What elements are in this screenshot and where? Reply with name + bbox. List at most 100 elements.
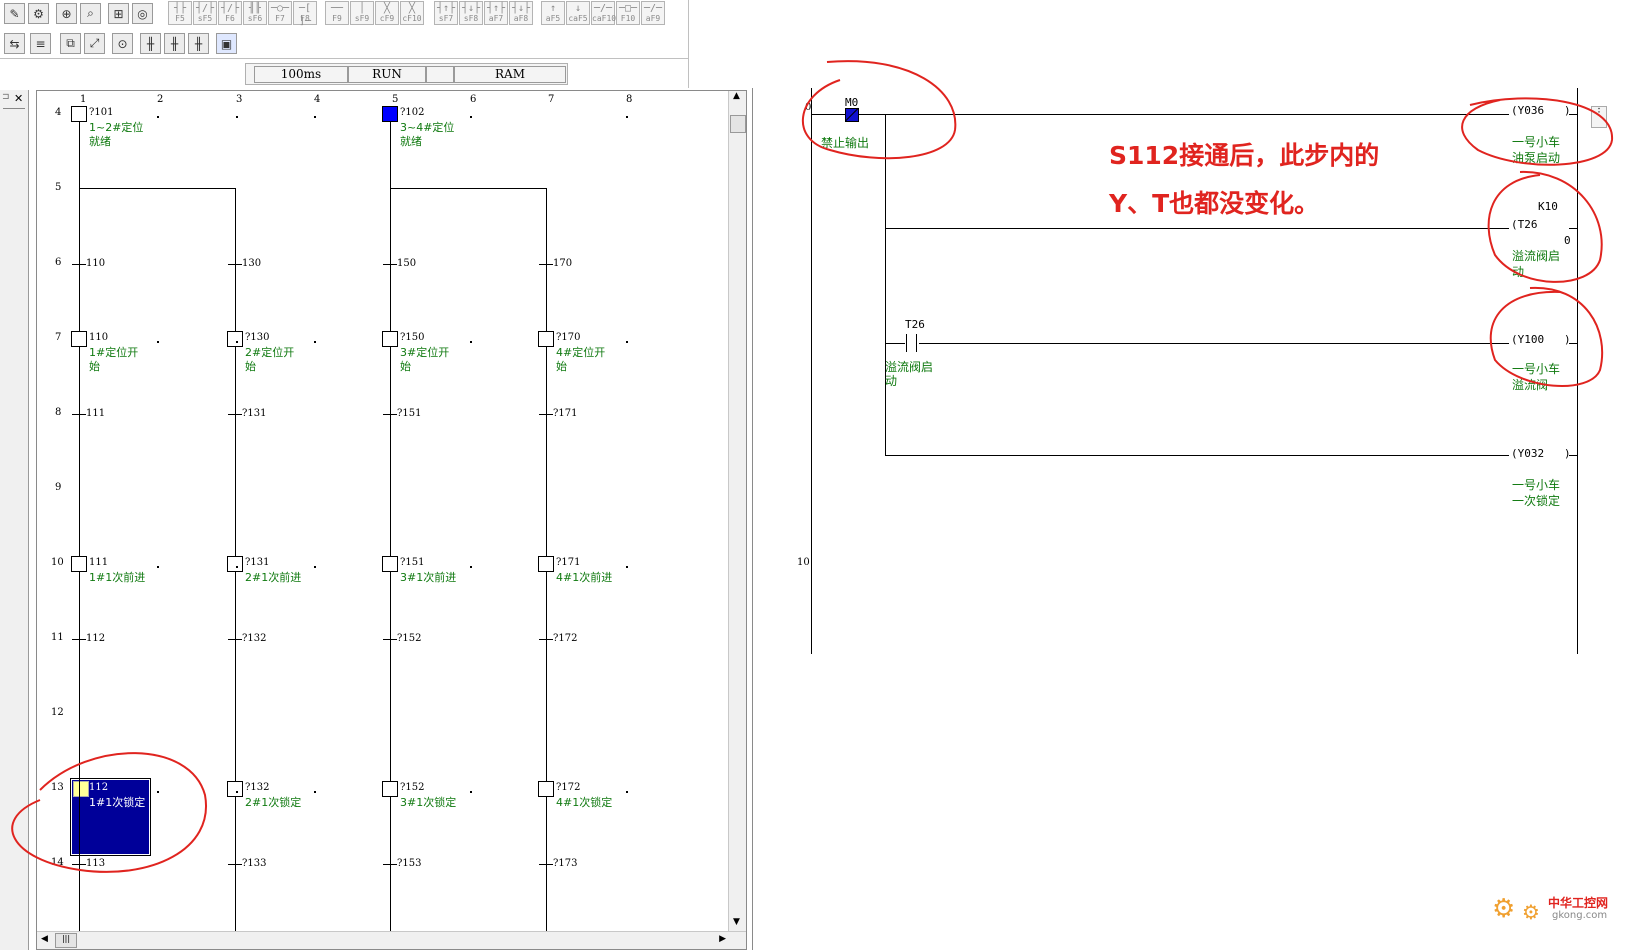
fkey-button-5[interactable]: ─○─F7 (268, 1, 292, 25)
sfc-step-box[interactable] (382, 331, 398, 347)
monitor-icon[interactable]: ▣ (216, 33, 237, 54)
coil-y032[interactable] (1509, 443, 1569, 465)
fkey-button-1[interactable]: ┤├F5 (168, 1, 192, 25)
fkey-button-15[interactable]: ↑aF5 (541, 1, 565, 25)
sfc-transition-bar[interactable] (72, 639, 86, 640)
sfc-transition-bar[interactable] (228, 264, 242, 265)
sfc-search-icon[interactable]: ⊙ (112, 33, 133, 54)
sfc-transition-bar[interactable] (228, 414, 242, 415)
fkey-button-17[interactable]: ─/─caF10 (591, 1, 616, 25)
horizontal-scrollbar[interactable]: ◀ ||| ▶ (37, 931, 746, 949)
monitor-write-icon[interactable]: ⚙ (28, 3, 49, 24)
row-number: 7 (55, 332, 62, 343)
sfc-jump-icon[interactable]: ⧉ (60, 33, 81, 54)
column-number: 7 (548, 94, 555, 105)
ladder-symbol-icon: ↑ (549, 3, 557, 14)
column-number: 2 (157, 94, 164, 105)
zoom-in-icon[interactable]: ⊕ (56, 3, 77, 24)
edit-pen-icon[interactable]: ✎ (4, 3, 25, 24)
rung-line (885, 343, 1577, 344)
fkey-button-12[interactable]: ┤↓├sF8 (459, 1, 483, 25)
settings-icon[interactable]: ◎ (132, 3, 153, 24)
ladder-symbol-icon: ─□─ (618, 3, 638, 14)
fkey-button-19[interactable]: ─/─aF9 (641, 1, 665, 25)
sfc-diagram-window[interactable]: 1 2 3 4 5 6 7 8 4 5 6 7 8 9 10 11 12 13 … (36, 90, 747, 950)
sfc-step-icon[interactable]: ≡ (30, 33, 51, 54)
sfc-branch3-icon[interactable]: ╫ (188, 33, 209, 54)
sfc-transition-label: 150 (397, 258, 417, 269)
sfc-transition-bar[interactable] (72, 864, 86, 865)
scroll-thumb[interactable] (730, 115, 746, 133)
sfc-step-box[interactable] (538, 331, 554, 347)
row-number: 8 (55, 407, 62, 418)
close-icon[interactable]: ✕ (14, 92, 24, 105)
fkey-button-13[interactable]: ┤↑├aF7 (484, 1, 508, 25)
fkey-button-4[interactable]: ╢╟sF6 (243, 1, 267, 25)
scroll-right-icon[interactable]: ▶ (719, 934, 726, 944)
sfc-step-box[interactable] (382, 781, 398, 797)
scroll-left-icon[interactable]: ◀ (41, 934, 48, 944)
sfc-step-number: ?132 (245, 782, 270, 793)
coil-t26[interactable] (1509, 214, 1569, 236)
sfc-transition-bar[interactable] (539, 264, 553, 265)
scroll-thumb-h[interactable]: ||| (55, 933, 77, 948)
column-number: 1 (80, 94, 87, 105)
contact-t26[interactable] (905, 328, 919, 358)
fkey-button-8[interactable]: │sF9 (350, 1, 374, 25)
sfc-transition-bar[interactable] (539, 864, 553, 865)
sfc-transition-bar[interactable] (539, 414, 553, 415)
sfc-zoom-icon[interactable]: ⤢ (84, 33, 105, 54)
pin-icon[interactable]: ⊐ (2, 92, 10, 102)
sfc-tool-icon[interactable]: ⇆ (4, 33, 25, 54)
sfc-transition-bar[interactable] (383, 264, 397, 265)
fkey-button-7[interactable]: ──F9 (325, 1, 349, 25)
sfc-branch-icon[interactable]: ╫ (140, 33, 161, 54)
sfc-step-box[interactable] (71, 331, 87, 347)
sfc-transition-bar[interactable] (383, 414, 397, 415)
window-icon[interactable]: ⊞ (108, 3, 129, 24)
coil-label: (Y036 (1511, 104, 1545, 117)
fkey-button-11[interactable]: ┤↑├sF7 (434, 1, 458, 25)
sfc-step-number: ?150 (400, 332, 425, 343)
sfc-transition-bar[interactable] (228, 639, 242, 640)
sfc-transition-label: 170 (553, 258, 573, 269)
sfc-branch2-icon[interactable]: ╫ (164, 33, 185, 54)
fkey-button-9[interactable]: ╳cF9 (375, 1, 399, 25)
sfc-transition-bar[interactable] (228, 864, 242, 865)
sfc-step-box-active[interactable] (382, 106, 398, 122)
coil-y036[interactable] (1509, 100, 1569, 122)
fkey-button-16[interactable]: ↓caF5 (566, 1, 590, 25)
sfc-transition-bar[interactable] (383, 639, 397, 640)
sfc-transition-bar[interactable] (72, 264, 86, 265)
ladder-window[interactable]: 0 10 M0 禁止输出 T26 溢流阀启 动 (Y036 ) 一号小车 油泵启… (752, 88, 1610, 950)
grid-dot (157, 116, 159, 118)
ladder-symbol-icon: ↓ (574, 3, 582, 14)
sfc-step-box[interactable] (227, 556, 243, 572)
sfc-step-box[interactable] (71, 106, 87, 122)
sfc-step-box[interactable] (538, 556, 554, 572)
fkey-button-18[interactable]: ─□─F10 (616, 1, 640, 25)
fkey-button-10[interactable]: ╳cF10 (400, 1, 424, 25)
fkey-button-3[interactable]: ┤/├F6 (218, 1, 242, 25)
zoom-search-icon[interactable]: ⌕ (80, 3, 101, 24)
coil-y100[interactable] (1509, 328, 1569, 350)
fkey-label: sF6 (247, 14, 263, 23)
sfc-step-number: ?170 (556, 332, 581, 343)
scroll-down-icon[interactable]: ▼ (733, 917, 740, 927)
sfc-transition-bar[interactable] (539, 639, 553, 640)
vertical-scrollbar[interactable]: ▲ ▼ (728, 91, 746, 949)
sfc-step-box[interactable] (538, 781, 554, 797)
sfc-transition-bar[interactable] (72, 414, 86, 415)
scroll-up-icon[interactable]: ▲ (733, 91, 740, 101)
sfc-step-box[interactable] (227, 331, 243, 347)
fkey-button-2[interactable]: ┤/├sF5 (193, 1, 217, 25)
fkey-button-6[interactable]: ─[ ]─F8 (293, 1, 317, 27)
fkey-label: cF9 (379, 14, 395, 23)
sfc-transition-bar[interactable] (383, 864, 397, 865)
coil-label: (Y100 (1511, 333, 1545, 346)
sfc-step-box[interactable] (382, 556, 398, 572)
sfc-step-box[interactable] (227, 781, 243, 797)
fkey-button-14[interactable]: ┤↓├aF8 (509, 1, 533, 25)
grid-dot (314, 341, 316, 343)
sfc-step-box[interactable] (71, 556, 87, 572)
